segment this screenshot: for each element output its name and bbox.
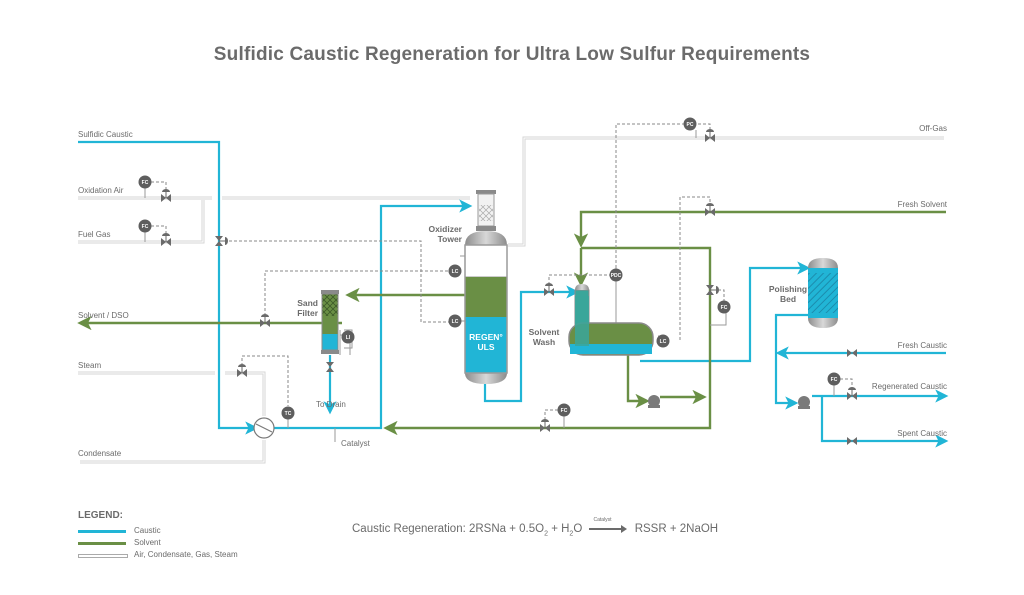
sulfidic-caustic-control-valve[interactable] bbox=[214, 235, 229, 247]
heat-exchanger bbox=[253, 417, 275, 439]
oxidation-air-control-valve[interactable] bbox=[160, 188, 172, 203]
svg-text:LC: LC bbox=[452, 269, 459, 275]
svg-text:TC: TC bbox=[285, 411, 292, 417]
instrument-fc-fuel: FC bbox=[138, 219, 152, 233]
stream-label-fuel-gas: Fuel Gas bbox=[78, 230, 110, 239]
solvent-return-control-valve[interactable] bbox=[539, 418, 551, 433]
fresh-solvent-line bbox=[573, 210, 946, 248]
solvent-wash-vessel bbox=[568, 284, 654, 356]
oxidizer-tower bbox=[464, 190, 508, 384]
solvent-pump bbox=[648, 395, 660, 408]
wash-drain-to-pump-line bbox=[626, 348, 650, 409]
label-sand-filter-2: Filter bbox=[297, 308, 318, 318]
legend-swatch-caustic bbox=[78, 530, 126, 533]
instrument-fc-solvent: FC bbox=[717, 300, 731, 314]
instrument-li-filter: LI bbox=[341, 330, 355, 344]
instrument-lc-lower: LC bbox=[448, 314, 462, 328]
svg-text:FC: FC bbox=[721, 305, 728, 311]
stream-label-sulfidic-caustic: Sulfidic Caustic bbox=[78, 130, 133, 139]
label-polishing-bed-1: Polishing bbox=[769, 284, 807, 294]
caustic-pump bbox=[798, 396, 810, 409]
fuel-gas-control-valve[interactable] bbox=[160, 232, 172, 247]
oxidizer-to-wash-line bbox=[483, 285, 580, 403]
instrument-pc-offgas: PC bbox=[683, 117, 697, 131]
svg-text:FC: FC bbox=[142, 224, 149, 230]
label-solvent-wash-1: Solvent bbox=[529, 327, 560, 337]
stream-label-oxidation-air: Oxidation Air bbox=[78, 186, 124, 195]
off-gas-control-valve[interactable] bbox=[704, 128, 716, 143]
label-regen-uls-2: ULS bbox=[478, 342, 495, 352]
sulfidic-caustic-line bbox=[78, 140, 259, 435]
signal-line bbox=[840, 378, 853, 390]
label-regen-uls-1: REGEN° bbox=[469, 332, 503, 342]
label-solvent-wash-2: Wash bbox=[533, 337, 555, 347]
signal-line bbox=[679, 196, 711, 340]
signal-line bbox=[224, 240, 452, 323]
regenerated-caustic-control-valve[interactable] bbox=[846, 386, 858, 401]
stream-label-fresh-caustic: Fresh Caustic bbox=[898, 341, 947, 350]
stream-label-catalyst: Catalyst bbox=[341, 439, 371, 448]
stream-label-spent-caustic: Spent Caustic bbox=[897, 429, 947, 438]
instrument-tc: TC bbox=[281, 406, 295, 420]
signal-line bbox=[548, 274, 611, 285]
wash-inlet-control-valve[interactable] bbox=[543, 282, 555, 297]
instrument-pdc: PDC bbox=[609, 268, 623, 282]
sand-filter bbox=[321, 290, 339, 354]
stream-label-off-gas: Off-Gas bbox=[919, 124, 947, 133]
reaction-arrow-icon: Catalyst bbox=[589, 517, 628, 533]
stream-label-condensate: Condensate bbox=[78, 449, 122, 458]
label-polishing-bed-2: Bed bbox=[780, 294, 796, 304]
signal-line bbox=[151, 181, 167, 192]
stream-label-fresh-solvent: Fresh Solvent bbox=[898, 200, 948, 209]
instrument-fc-return: FC bbox=[557, 403, 571, 417]
stream-label-to-drain: To Drain bbox=[316, 400, 346, 409]
signal-line bbox=[713, 289, 725, 302]
svg-text:LI: LI bbox=[346, 335, 351, 341]
legend-swatch-utility bbox=[78, 554, 128, 558]
svg-text:FC: FC bbox=[142, 180, 149, 186]
legend-title: LEGEND: bbox=[78, 510, 123, 521]
fuel-gas-line bbox=[78, 200, 205, 244]
fresh-solvent-control-valve[interactable] bbox=[704, 202, 716, 217]
label-oxidizer-2: Tower bbox=[438, 234, 463, 244]
spent-caustic-line bbox=[820, 396, 949, 448]
fresh-caustic-valve[interactable] bbox=[847, 349, 857, 357]
diagram-title: Sulfidic Caustic Regeneration for Ultra … bbox=[213, 44, 811, 65]
polishing-bed bbox=[808, 258, 838, 328]
signal-line bbox=[544, 409, 560, 420]
instrument-lc-upper: LC bbox=[448, 264, 462, 278]
svg-text:PC: PC bbox=[687, 122, 694, 128]
solvent-header-control-valve[interactable] bbox=[705, 284, 720, 296]
svg-text:FC: FC bbox=[831, 377, 838, 383]
caustic-to-oxidizer-line bbox=[274, 199, 473, 430]
stream-label-regenerated-caustic: Regenerated Caustic bbox=[872, 382, 947, 391]
svg-text:LC: LC bbox=[452, 319, 459, 325]
legend-swatch-solvent bbox=[78, 542, 126, 545]
signal-line bbox=[264, 270, 452, 316]
reaction-equation: Caustic Regeneration: 2RSNa + 0.5O2 + H2… bbox=[352, 517, 719, 538]
instrument-fc-air: FC bbox=[138, 175, 152, 189]
steam-control-valve[interactable] bbox=[236, 363, 248, 378]
stream-label-steam: Steam bbox=[78, 361, 101, 370]
stream-label-solvent-dso: Solvent / DSO bbox=[78, 311, 129, 320]
signal-line bbox=[241, 355, 289, 406]
spent-caustic-valve[interactable] bbox=[847, 437, 857, 445]
signal-line bbox=[151, 225, 167, 236]
svg-text:LC: LC bbox=[660, 339, 667, 345]
svg-text:PDC: PDC bbox=[611, 273, 622, 279]
label-sand-filter-1: Sand bbox=[297, 298, 318, 308]
svg-text:FC: FC bbox=[561, 408, 568, 414]
wash-to-polishing-line bbox=[640, 261, 811, 363]
instrument-lc-wash: LC bbox=[656, 334, 670, 348]
off-gas-line bbox=[508, 136, 944, 247]
steam-line bbox=[78, 371, 266, 416]
condensate-line bbox=[80, 440, 266, 464]
instrument-fc-regenerated: FC bbox=[827, 372, 841, 386]
label-oxidizer-1: Oxidizer bbox=[428, 224, 462, 234]
solvent-dso-control-valve[interactable] bbox=[259, 313, 271, 328]
drain-valve[interactable] bbox=[326, 362, 334, 372]
polishing-outlet-line bbox=[774, 313, 808, 410]
signal-line bbox=[615, 123, 690, 268]
